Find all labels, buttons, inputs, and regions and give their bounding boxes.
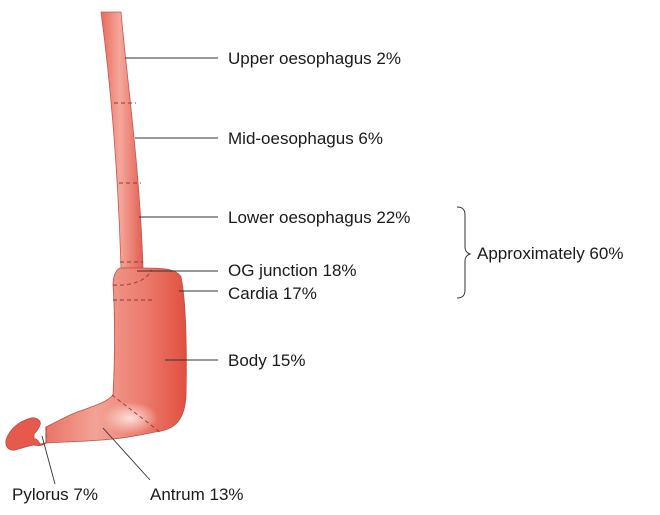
label-upper-oesophagus: Upper oesophagus 2% bbox=[228, 49, 401, 68]
approx-bracket bbox=[457, 207, 470, 298]
label-body: Body 15% bbox=[228, 351, 306, 370]
label-pylorus: Pylorus 7% bbox=[12, 485, 98, 504]
oesophagus-shape bbox=[101, 12, 143, 268]
label-bracket-approx: Approximately 60% bbox=[477, 244, 623, 263]
antrum-highlight bbox=[102, 402, 158, 434]
label-mid-oesophagus: Mid-oesophagus 6% bbox=[228, 129, 383, 148]
label-antrum: Antrum 13% bbox=[150, 485, 244, 504]
label-cardia: Cardia 17% bbox=[228, 284, 317, 303]
pylorus-shape bbox=[6, 418, 46, 450]
label-lower-oesophagus: Lower oesophagus 22% bbox=[228, 208, 410, 227]
label-og-junction: OG junction 18% bbox=[228, 261, 357, 280]
